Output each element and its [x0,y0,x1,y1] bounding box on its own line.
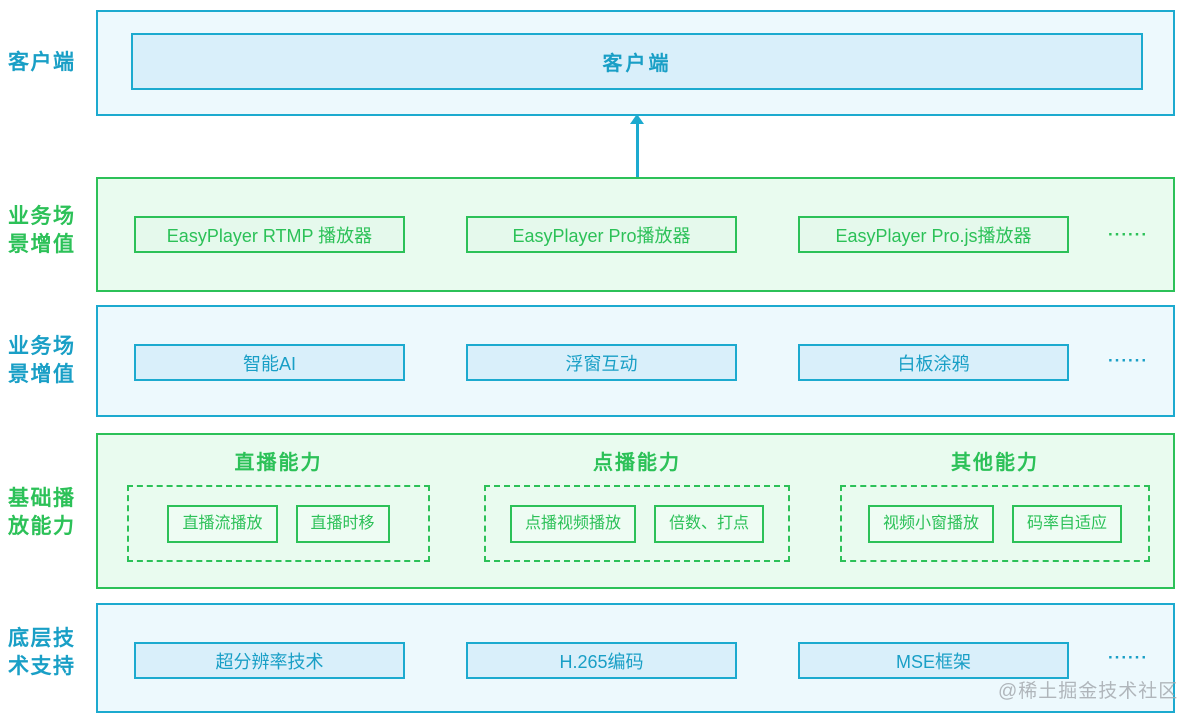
capability-chip: 点播视频播放 [509,504,636,543]
tech-band: 超分辨率技术 H.265编码 MSE框架 ······ [96,603,1175,713]
player-item: EasyPlayer Pro.js播放器 [798,216,1069,253]
side-label-player-scene: 业务场 景增值 [8,205,76,256]
side-label-client: 客户端 [8,51,76,74]
capability-chip: 码率自适应 [1012,504,1123,543]
capability-band: 直播能力 直播流播放 直播时移 点播能力 点播视频播放 倍数、打点 其他能力 视… [96,433,1175,589]
tech-item: MSE框架 [798,642,1069,679]
capability-group-title: 其他能力 [951,452,1039,474]
capability-group-dashed-box: 点播视频播放 倍数、打点 [484,485,790,562]
client-box: 客户端 [131,33,1143,90]
capability-group-other: 其他能力 视频小窗播放 码率自适应 [840,448,1150,562]
capability-group-dashed-box: 直播流播放 直播时移 [127,485,430,562]
capability-group-title: 直播能力 [234,452,323,474]
scene-item: 浮窗互动 [466,344,737,381]
scene-band: 智能AI 浮窗互动 白板涂鸦 ······ [96,305,1175,417]
watermark: @稀土掘金技术社区 [998,681,1179,702]
capability-group-dashed-box: 视频小窗播放 码率自适应 [840,485,1150,562]
scene-item: 白板涂鸦 [798,344,1069,381]
capability-group-live: 直播能力 直播流播放 直播时移 [127,448,430,562]
capability-chip: 直播流播放 [167,504,278,543]
side-label-capability: 基础播 放能力 [8,487,76,538]
client-band: 客户端 [96,10,1175,116]
capability-chip: 直播时移 [295,504,390,543]
capability-group-title: 点播能力 [593,452,681,474]
up-arrow-head-icon [630,114,644,124]
capability-group-vod: 点播能力 点播视频播放 倍数、打点 [484,448,790,562]
capability-chip: 倍数、打点 [654,504,765,543]
ellipsis: ······ [1108,648,1148,667]
up-arrow-line [636,123,639,177]
player-band: EasyPlayer RTMP 播放器 EasyPlayer Pro播放器 Ea… [96,177,1175,292]
tech-item: H.265编码 [466,642,737,679]
ellipsis: ······ [1108,224,1148,244]
capability-chip: 视频小窗播放 [867,504,994,543]
ellipsis: ······ [1108,351,1148,370]
tech-item: 超分辨率技术 [134,642,405,679]
side-label-feature-scene: 业务场 景增值 [8,335,76,386]
side-label-tech: 底层技 术支持 [8,627,76,678]
player-item: EasyPlayer RTMP 播放器 [134,216,405,253]
scene-item: 智能AI [134,344,405,381]
player-item: EasyPlayer Pro播放器 [466,216,737,253]
